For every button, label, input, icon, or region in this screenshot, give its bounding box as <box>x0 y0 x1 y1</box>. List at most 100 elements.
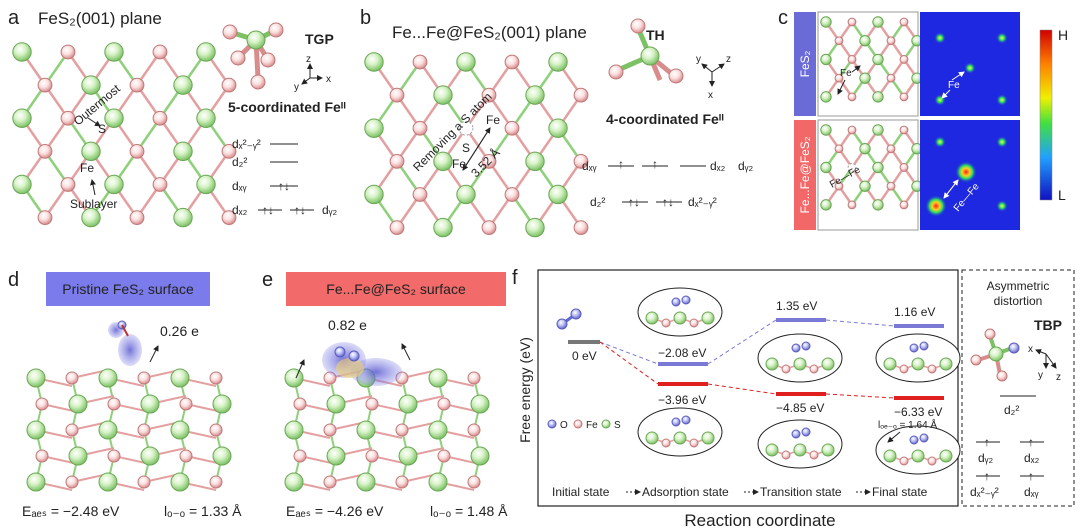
fe-atom <box>573 153 589 169</box>
orbital-dz2: d₂² <box>232 155 247 169</box>
fe-atom <box>481 87 497 103</box>
distortion-title-2: distortion <box>994 294 1043 308</box>
orbital-dz2-side: d₂² <box>1004 403 1019 417</box>
structure-top-lattice <box>820 16 923 103</box>
s-atom <box>81 207 101 228</box>
s-atom <box>326 446 346 466</box>
panel-a: a FeS₂(001) plane Outermost S Fe Sublaye… <box>8 7 346 228</box>
level-blue-ads-label: −2.08 eV <box>658 346 706 360</box>
axes-side: x y z <box>1028 344 1061 383</box>
s-atom <box>170 368 190 388</box>
s-atom <box>196 108 216 128</box>
slab-d <box>26 368 232 492</box>
fe-atom <box>504 120 520 136</box>
spin-up: ↑ <box>618 157 624 171</box>
fe-atom <box>886 144 896 154</box>
s-atom-label: S <box>98 122 106 136</box>
panel-f-letter: f <box>512 267 518 289</box>
panel-a-title: FeS₂(001) plane <box>38 9 162 28</box>
s-atom <box>98 368 118 388</box>
s-atom <box>872 124 884 136</box>
panel-d: d Pristine FeS₂ surface 0.26 e Eₐₑₛ = −2… <box>8 269 242 519</box>
s-atom <box>170 420 190 440</box>
s-atom <box>68 446 88 466</box>
distortion-box: Asymmetric distortion TBP x y z d₂² ↑ dᵧ… <box>961 269 1075 507</box>
axis-z-side: z <box>1056 372 1061 383</box>
s-atom <box>433 85 453 105</box>
s-atom <box>398 394 418 414</box>
fe-atom <box>573 87 589 103</box>
xlabel: Reaction coordinate <box>684 511 835 530</box>
orbital-dyz: dᵧ₂ <box>322 203 338 217</box>
fe-atom <box>323 475 337 489</box>
s-atom <box>81 75 101 95</box>
s-atom <box>428 472 448 492</box>
fe-atom <box>65 423 79 437</box>
th-geometry-label: TH <box>646 27 665 43</box>
fe-atom <box>137 475 151 489</box>
s-atom <box>525 85 545 105</box>
fe-atom <box>899 125 909 135</box>
level-red-fs-label: −6.33 eV <box>894 405 942 419</box>
panel-a-letter: a <box>8 7 20 29</box>
fe-atom <box>389 87 405 103</box>
s-atom <box>26 368 46 388</box>
legend-fe: Fe <box>586 420 598 431</box>
level-blue-ts-label: 1.35 eV <box>776 299 817 313</box>
s-atom <box>428 420 448 440</box>
stage-adsorption: Adsorption state <box>642 485 729 499</box>
s-atom <box>859 35 871 47</box>
fe-atom <box>129 143 145 159</box>
fe-label-bottom: Fe <box>452 157 466 171</box>
s-atom <box>196 174 216 195</box>
level-blue-fs-label: 1.16 eV <box>894 305 935 319</box>
s-atom <box>872 161 884 174</box>
fe-atom <box>467 475 481 489</box>
fe-atom <box>899 92 909 102</box>
panel-c-letter: c <box>778 7 788 29</box>
orbital-dxy-b: dₓᵧ <box>582 159 597 173</box>
row-tag-bottom-label: Fe...Fe@FeS₂ <box>798 136 812 213</box>
s-atom <box>12 42 32 62</box>
level-red-ads-label: −3.96 eV <box>658 393 706 407</box>
s-atom <box>859 180 871 192</box>
fe-atom <box>899 200 909 210</box>
row-tag-top <box>794 12 816 116</box>
banner-d-label: Pristine FeS₂ surface <box>62 281 194 297</box>
s-atom <box>26 472 46 492</box>
s-atom <box>104 108 124 128</box>
orbital-dxy: dₓᵧ <box>232 179 247 193</box>
spin-pair: ↑↓ <box>278 179 290 193</box>
fe-atom <box>209 475 223 489</box>
panel-a-lattice <box>12 42 237 228</box>
fe-atom <box>847 17 857 27</box>
adsorbate-e <box>322 342 402 386</box>
fe-atom <box>389 153 405 169</box>
orbital-dx2y2-side: dₓ²₋ᵧ² <box>970 485 999 499</box>
geometry-label: TGP <box>305 31 334 47</box>
fe-atom <box>152 110 168 126</box>
fe-atom <box>221 210 237 226</box>
axes-b: y z x <box>696 54 731 101</box>
banner-e-label: Fe...Fe@FeS₂ surface <box>326 281 466 297</box>
fe-atom <box>847 92 857 102</box>
orbital-dz2-b: d₂² <box>590 195 605 209</box>
s-atom <box>872 16 884 28</box>
fe-atom <box>899 17 909 27</box>
fe-atom-label: Fe <box>80 161 94 175</box>
s-atom <box>428 368 448 388</box>
s-atom <box>212 394 232 414</box>
s-atom <box>104 174 124 195</box>
loo-e: lₒ₋ₒ = 1.48 Å <box>430 503 508 519</box>
removed-s-label: S <box>462 141 470 155</box>
s-atom <box>284 368 304 388</box>
fe-atom <box>899 163 909 172</box>
fe-atom <box>389 220 405 236</box>
fe-atom <box>293 397 307 411</box>
s-atom <box>284 472 304 492</box>
s-atom <box>364 118 384 138</box>
fe-atom <box>37 143 53 159</box>
s-atom <box>98 420 118 440</box>
s-atom <box>356 472 376 492</box>
loo-d: lₒ₋ₒ = 1.33 Å <box>164 503 242 519</box>
